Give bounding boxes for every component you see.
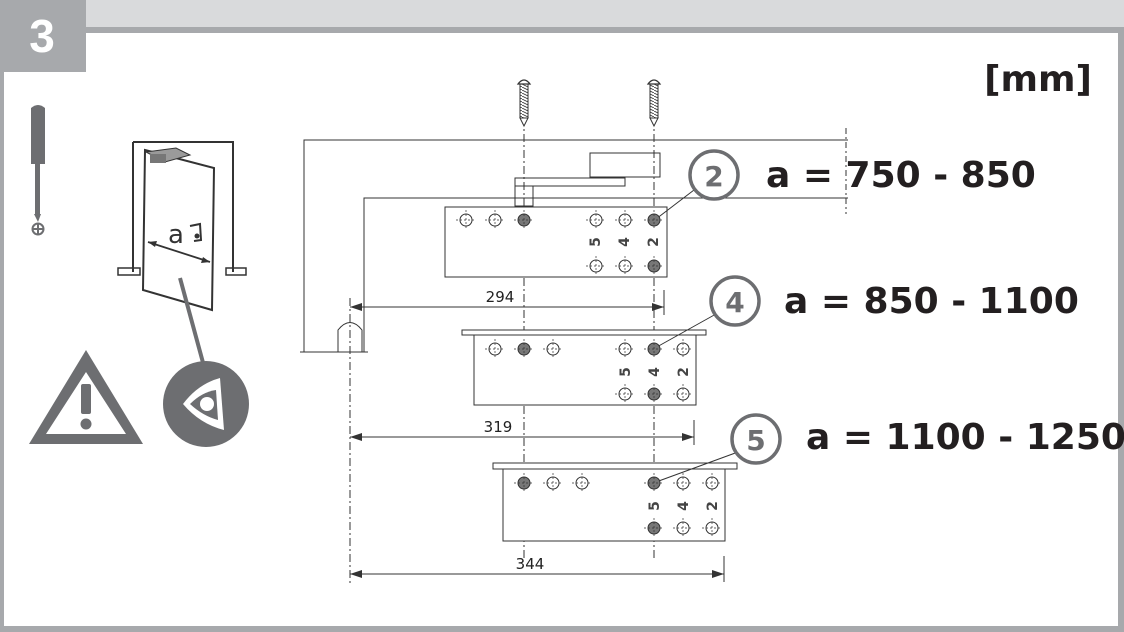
width-label-294: 294 (486, 288, 515, 306)
hole-label-5: 5 (618, 367, 634, 377)
door-illustration: a (117, 141, 247, 371)
mounting-holes (456, 210, 722, 538)
frame-bottom (0, 626, 1124, 632)
hole-label-4: 4 (647, 367, 663, 377)
header-rule (0, 27, 1124, 33)
step-number: 3 (29, 10, 55, 62)
marker-number: 5 (746, 424, 765, 457)
width-label-319: 319 (484, 418, 513, 436)
unit-label: [mm] (984, 59, 1092, 100)
hole-label-5: 5 (647, 501, 663, 511)
position-marker-2: 2 (688, 149, 740, 201)
header-band (0, 0, 1124, 27)
position-marker-5: 5 (730, 413, 782, 465)
frame-right (1118, 27, 1124, 632)
screwdriver-icon (31, 105, 45, 236)
hole-label-4: 4 (617, 237, 633, 247)
width-label-344: 344 (516, 555, 545, 573)
range-label-2: a = 750 - 850 (766, 155, 1036, 196)
hole-position-labels: 5 4 2 5 4 2 5 4 2 (588, 237, 721, 511)
position-marker-4: 4 (709, 275, 761, 327)
screw-icon (646, 79, 662, 128)
range-label-5: a = 1100 - 1250 (806, 417, 1124, 458)
marker-number: 2 (704, 160, 723, 193)
frame-left (0, 27, 4, 632)
hole-label-4: 4 (676, 501, 692, 511)
dimension-arrows (350, 303, 724, 578)
eye-inspect-icon (163, 361, 249, 447)
marker-number: 4 (725, 286, 744, 319)
range-label-4: a = 850 - 1100 (784, 281, 1079, 322)
warning-triangle-icon (29, 350, 143, 444)
hole-label-5: 5 (588, 237, 604, 247)
hole-label-2: 2 (676, 367, 692, 377)
screw-icon (516, 79, 532, 128)
door-dimension-label: a (168, 220, 184, 250)
step-box (0, 0, 86, 72)
hole-label-2: 2 (705, 501, 721, 511)
hole-label-2: 2 (646, 237, 662, 247)
